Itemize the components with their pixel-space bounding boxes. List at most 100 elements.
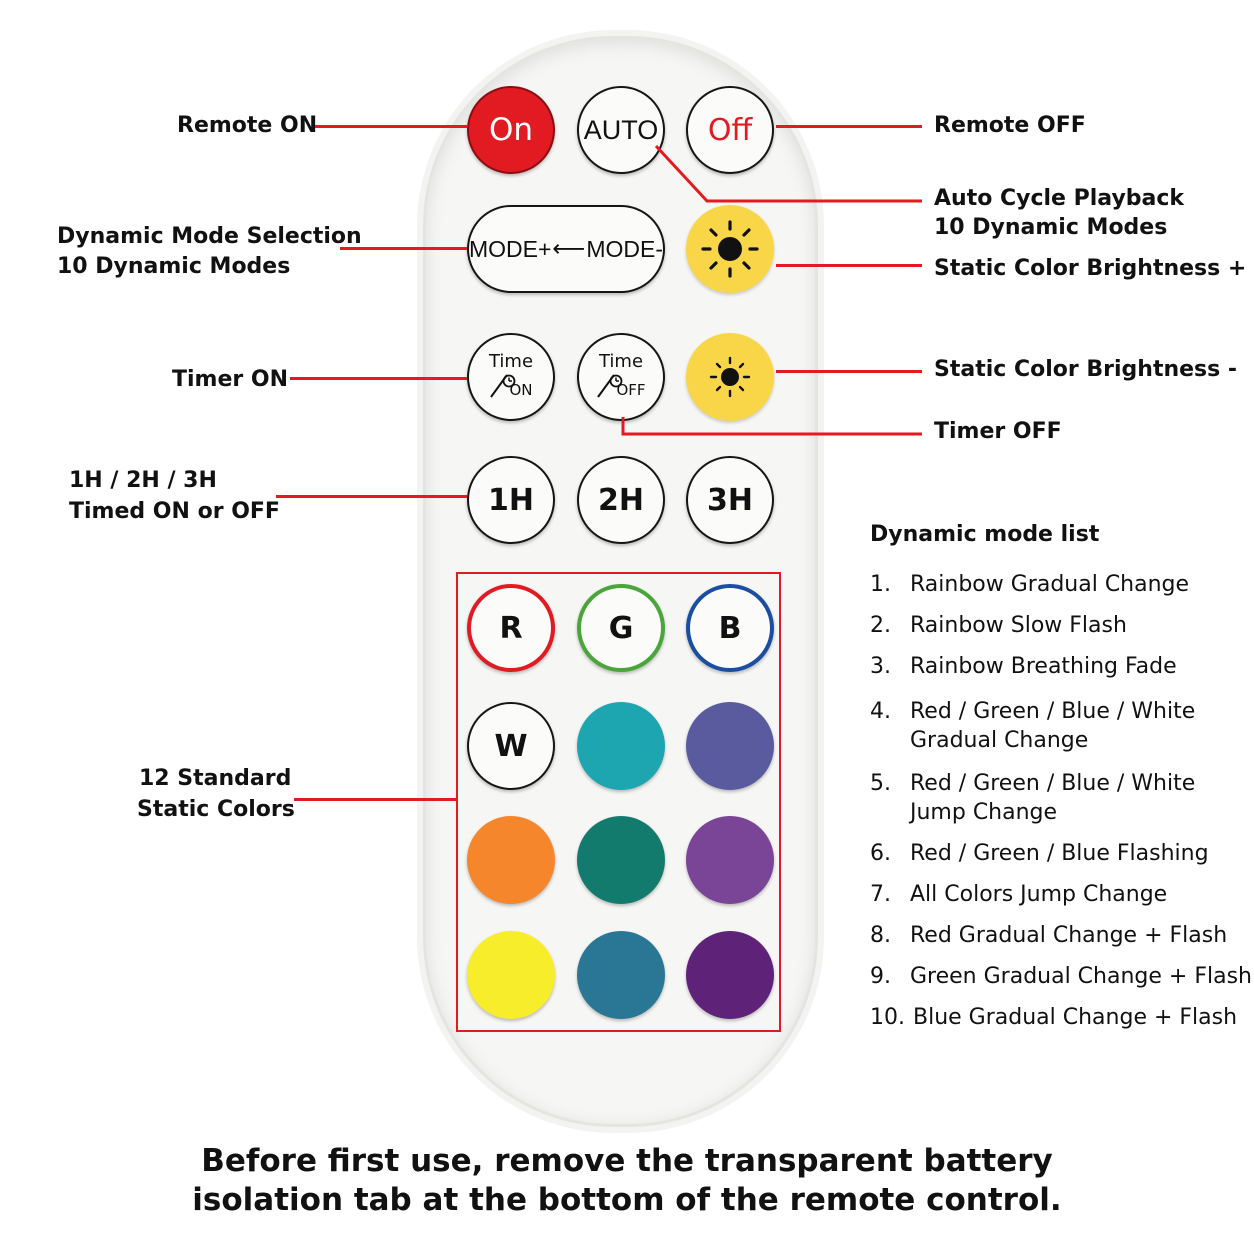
- list-item: 10. Blue Gradual Change + Flash: [870, 1003, 1237, 1032]
- mode-button[interactable]: MODE+ ⟵ MODE-: [467, 205, 665, 293]
- on-button[interactable]: On: [467, 86, 555, 174]
- green-label: G: [608, 610, 634, 646]
- list-item: 8. Red Gradual Change + Flash: [870, 921, 1227, 950]
- list-item-number: 9.: [870, 964, 891, 989]
- purple-button[interactable]: [686, 816, 774, 904]
- list-item-number: 4.: [870, 699, 891, 724]
- label-static-2: Static Colors: [137, 797, 295, 822]
- label-timed-1: 1H / 2H / 3H: [69, 468, 217, 493]
- list-item-text: Red Gradual Change + Flash: [910, 923, 1228, 948]
- timer-on-button[interactable]: Time ON: [467, 333, 555, 421]
- blue-teal-button[interactable]: [577, 931, 665, 1019]
- brightness-down-button[interactable]: [686, 333, 774, 421]
- label-auto-cycle-1: Auto Cycle Playback: [934, 186, 1185, 211]
- off-label: Off: [707, 112, 753, 148]
- auto-button[interactable]: AUTO: [577, 86, 665, 174]
- label-timer-on: Timer ON: [172, 367, 289, 392]
- timer-3h-label: 3H: [707, 482, 753, 518]
- dark-purple-button[interactable]: [686, 931, 774, 1019]
- timer-off-button[interactable]: Time OFF: [577, 333, 665, 421]
- list-item-text: Blue Gradual Change + Flash: [913, 1005, 1238, 1030]
- timer-2h-label: 2H: [598, 482, 644, 518]
- teal-button[interactable]: [577, 702, 665, 790]
- label-remote-on: Remote ON: [177, 113, 318, 138]
- list-item: 7.All Colors Jump Change: [870, 880, 1167, 909]
- list-item-text: Green Gradual Change + Flash: [910, 964, 1252, 989]
- list-item: 2. Rainbow Slow Flash: [870, 611, 1127, 640]
- label-dynamic-mode-2: 10 Dynamic Modes: [57, 254, 291, 279]
- list-item: 6. Red / Green / Blue Flashing: [870, 839, 1209, 868]
- callout-line-remote-off: [776, 125, 922, 128]
- callout-line-static-colors: [294, 798, 456, 801]
- dark-teal-button[interactable]: [577, 816, 665, 904]
- timer-slash-clock-icon: [597, 373, 623, 398]
- label-dynamic-mode-1: Dynamic Mode Selection: [57, 224, 362, 249]
- label-brightness-up: Static Color Brightness +: [934, 256, 1247, 281]
- list-item-number: 8.: [870, 923, 891, 948]
- timer-1h-button[interactable]: 1H: [467, 456, 555, 544]
- off-button[interactable]: Off: [686, 86, 774, 174]
- label-timer-off: Timer OFF: [934, 419, 1062, 444]
- static-colors-frame: [456, 572, 781, 1032]
- green-button[interactable]: G: [577, 584, 665, 672]
- list-item-number: 3.: [870, 654, 891, 679]
- sun-small-icon: [709, 356, 751, 398]
- mode-plus-label: MODE+: [468, 235, 552, 262]
- list-item-number: 10.: [870, 1005, 905, 1030]
- label-brightness-down: Static Color Brightness -: [934, 357, 1238, 382]
- timer-1h-label: 1H: [488, 482, 534, 518]
- on-label: On: [488, 112, 534, 148]
- label-timed-2: Timed ON or OFF: [69, 499, 280, 524]
- list-item-number: 7.: [870, 882, 891, 907]
- list-item-text: Rainbow Breathing Fade: [910, 654, 1177, 679]
- timer-on-time-label: Time: [488, 350, 534, 372]
- list-item-number: 1.: [870, 572, 891, 597]
- list-item-text: Red / Green / Blue Flashing: [910, 841, 1209, 866]
- brightness-up-button[interactable]: [686, 205, 774, 293]
- callout-line-remote-on: [315, 125, 467, 128]
- timer-off-sub-label: OFF: [616, 380, 646, 399]
- timer-2h-button[interactable]: 2H: [577, 456, 665, 544]
- callout-line-timer-off: [621, 417, 922, 436]
- callout-line-timed: [276, 495, 467, 498]
- list-item-number: 2.: [870, 613, 891, 638]
- timer-slash-clock-icon: [490, 373, 516, 398]
- list-item: 9. Green Gradual Change + Flash: [870, 962, 1252, 991]
- orange-button[interactable]: [467, 816, 555, 904]
- red-button[interactable]: R: [467, 584, 555, 672]
- label-static-1: 12 Standard: [139, 766, 292, 791]
- label-auto-cycle-2: 10 Dynamic Modes: [934, 215, 1168, 240]
- mode-arrow-icon: ⟵: [552, 236, 586, 262]
- list-item-text-line2: Gradual Change: [910, 728, 1089, 753]
- list-item-number: 5.: [870, 771, 891, 796]
- yellow-button[interactable]: [467, 931, 555, 1019]
- list-item: 3. Rainbow Breathing Fade: [870, 652, 1177, 681]
- list-item: 1. Rainbow Gradual Change: [870, 570, 1189, 599]
- list-item-text: Red / Green / Blue / White: [910, 771, 1196, 796]
- callout-line-auto: [654, 144, 922, 203]
- list-item-number: 6.: [870, 841, 891, 866]
- callout-line-timer-on: [290, 377, 467, 380]
- indigo-button[interactable]: [686, 702, 774, 790]
- list-item-text: Rainbow Slow Flash: [910, 613, 1127, 638]
- list-item-text: Red / Green / Blue / White: [910, 699, 1196, 724]
- footer-line-1: Before first use, remove the transparent…: [201, 1143, 1053, 1179]
- timer-off-time-label: Time: [598, 350, 644, 372]
- timer-on-sub-label: ON: [509, 380, 533, 399]
- callout-line-brightness-down: [776, 370, 922, 373]
- callout-line-dynamic-mode: [340, 247, 467, 250]
- blue-button[interactable]: B: [686, 584, 774, 672]
- red-label: R: [499, 610, 523, 646]
- footer-line-2: isolation tab at the bottom of the remot…: [192, 1182, 1062, 1218]
- mode-minus-label: MODE-: [586, 235, 664, 262]
- white-button[interactable]: W: [467, 702, 555, 790]
- list-item-text: Rainbow Gradual Change: [910, 572, 1190, 597]
- auto-label: AUTO: [583, 114, 659, 145]
- sun-large-icon: [701, 220, 759, 278]
- label-remote-off: Remote OFF: [934, 113, 1086, 138]
- white-label: W: [494, 728, 528, 764]
- timer-3h-button[interactable]: 3H: [686, 456, 774, 544]
- mode-list-title: Dynamic mode list: [870, 522, 1100, 547]
